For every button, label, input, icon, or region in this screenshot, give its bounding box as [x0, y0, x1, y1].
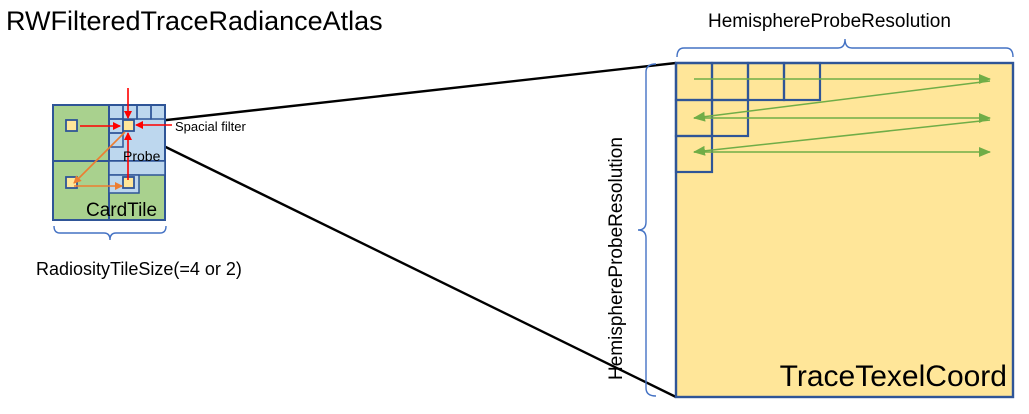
card-tile-quadrant-tl	[52, 104, 110, 162]
card-tile-quadrant-bl	[52, 160, 110, 221]
card-tile-label: CardTile	[86, 200, 157, 221]
spacial-filter-label: Spacial filter	[175, 119, 246, 134]
hemisphere-res-top-bracket	[676, 38, 1014, 58]
trace-arrow	[693, 80, 991, 122]
connector-line-top	[130, 61, 677, 126]
texel-sample-center	[122, 119, 135, 132]
atlas-cell	[782, 61, 822, 102]
radiosity-tile-bracket	[53, 225, 167, 241]
hemisphere-res-side-label: HemisphereProbeResolution	[606, 137, 627, 380]
trace-arrow	[693, 119, 991, 156]
connector-line-bottom	[130, 128, 677, 399]
probe-cell	[150, 104, 166, 120]
texel-sample-tl	[65, 119, 78, 132]
hemisphere-res-side-bracket	[637, 63, 657, 397]
probe-label: Probe	[123, 148, 161, 164]
trace-atlas	[674, 61, 1015, 399]
atlas-cell	[674, 134, 714, 174]
trace-traversal-arrows	[693, 74, 991, 157]
probe-cell	[108, 132, 124, 148]
card-tile-group	[52, 88, 172, 221]
trace-texel-coord-label: TraceTexelCoord	[780, 360, 1007, 393]
gather-arrow-1	[73, 131, 126, 184]
atlas-title: RWFilteredTraceRadianceAtlas	[6, 6, 383, 36]
hemisphere-res-top-label: HemisphereProbeResolution	[708, 11, 951, 32]
radiosity-tile-size-label: RadiosityTileSize(=4 or 2)	[36, 259, 242, 279]
